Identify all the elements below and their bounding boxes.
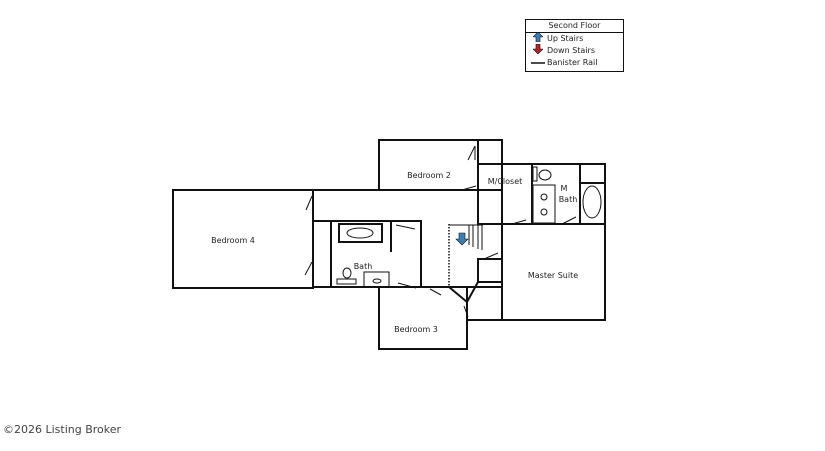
label-bath: Bath	[354, 262, 373, 271]
label-mbath: M	[561, 184, 568, 193]
legend-item-down: Down Stairs	[526, 43, 623, 58]
label-mbath-2: Bath	[559, 195, 578, 204]
down-arrow-icon	[531, 43, 545, 58]
bedroom3-walls	[378, 286, 468, 350]
line-icon	[531, 57, 545, 69]
bedroom4-walls	[172, 189, 314, 289]
mbath-vanity	[532, 184, 556, 224]
hall-walls	[312, 189, 503, 288]
legend-title: Second Floor	[526, 20, 623, 33]
mbath-tub	[582, 185, 602, 219]
label-bedroom4: Bedroom 4	[211, 236, 255, 245]
copyright: ©2026 Listing Broker	[3, 423, 122, 436]
mbath-toilet	[538, 169, 552, 181]
closet-walls	[477, 163, 533, 225]
down-stairs-arrow-icon	[455, 232, 469, 246]
label-master: Master Suite	[528, 271, 578, 280]
legend-item-up: Up Stairs	[526, 31, 623, 46]
stair-steps	[468, 225, 483, 250]
sink	[363, 271, 390, 288]
toilet	[342, 267, 352, 279]
up-arrow-icon	[531, 31, 545, 46]
bathtub	[338, 223, 383, 243]
doors	[304, 145, 577, 318]
legend-item-banister: Banister Rail	[526, 57, 623, 69]
label-bedroom2: Bedroom 2	[407, 171, 451, 180]
label-bedroom3: Bedroom 3	[394, 325, 438, 334]
legend: Second Floor Up Stairs Down Stairs Banis…	[525, 19, 624, 72]
label-closet: M/Closet	[488, 177, 523, 186]
